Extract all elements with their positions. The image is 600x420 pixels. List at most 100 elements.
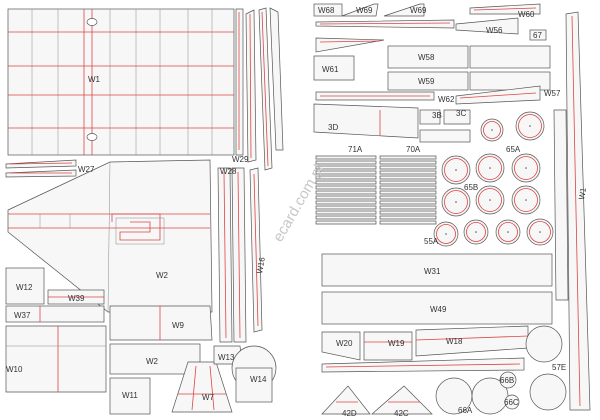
wheel-hub xyxy=(529,125,531,127)
rib-70a xyxy=(379,210,437,215)
part-66b-66c xyxy=(499,371,520,410)
part-w68 xyxy=(313,3,343,17)
label-w9: W9 xyxy=(172,321,185,330)
wheel-ring xyxy=(444,190,468,214)
rib-70a xyxy=(379,180,437,185)
wheel-hub xyxy=(489,167,491,169)
part-w37 xyxy=(5,305,105,323)
part-ribs-70a xyxy=(379,155,437,225)
label-w1-strip: W1 xyxy=(577,186,588,200)
part-w12 xyxy=(5,267,45,305)
label-w56: W56 xyxy=(486,26,503,35)
part-w11 xyxy=(109,377,151,415)
rib-71a xyxy=(315,175,377,180)
part-w69a xyxy=(341,3,379,17)
label-w13: W13 xyxy=(218,353,235,362)
rib-70a xyxy=(379,200,437,205)
part-w49 xyxy=(321,291,553,325)
part-w60 xyxy=(469,3,541,15)
rib-70a xyxy=(379,175,437,180)
wheel-ring xyxy=(514,156,538,180)
rib-70a xyxy=(379,165,437,170)
label-w19: W19 xyxy=(388,339,405,348)
part-w57 xyxy=(455,85,541,105)
label-w20: W20 xyxy=(336,339,353,348)
part-67 xyxy=(529,29,547,41)
rib-70a xyxy=(379,205,437,210)
part-42d xyxy=(321,385,371,415)
part-42c xyxy=(371,385,433,415)
label-w31: W31 xyxy=(424,267,441,276)
rib-71a xyxy=(315,170,377,175)
label-w58: W58 xyxy=(418,53,435,62)
rib-71a xyxy=(315,205,377,210)
part-w7 xyxy=(171,361,233,413)
part-w39 xyxy=(47,289,105,305)
label-w27: W27 xyxy=(78,165,95,174)
label-55a: 55A xyxy=(424,237,439,246)
rib-71a xyxy=(315,190,377,195)
part-w14 xyxy=(231,345,277,403)
label-w69-b: W69 xyxy=(410,6,427,15)
label-w39: W39 xyxy=(68,294,85,303)
wheel-hub xyxy=(525,167,527,169)
label-w10: W10 xyxy=(6,365,23,374)
rib-70a xyxy=(379,160,437,165)
label-42c: 42C xyxy=(394,409,409,418)
rib-71a xyxy=(315,200,377,205)
part-w1-wing xyxy=(7,8,235,156)
part-w58 xyxy=(387,45,551,69)
label-w69-a: W69 xyxy=(356,6,373,15)
rib-71a xyxy=(315,210,377,215)
wheel-ring xyxy=(478,188,502,212)
rib-70a xyxy=(379,215,437,220)
rib-70a xyxy=(379,195,437,200)
part-ribs-71a xyxy=(315,155,377,225)
rib-71a xyxy=(315,185,377,190)
label-66a: 66A xyxy=(458,406,473,415)
part-w10 xyxy=(5,325,107,393)
part-w69b xyxy=(383,3,425,17)
part-w59 xyxy=(387,71,551,91)
rib-71a xyxy=(315,165,377,170)
part-w27 xyxy=(5,159,77,178)
label-w28: W28 xyxy=(220,167,237,176)
wheel-hub xyxy=(491,129,493,131)
wheel-ring xyxy=(514,188,538,212)
wheel-hub xyxy=(455,169,457,171)
part-w2-big xyxy=(7,159,213,313)
wheel-ring xyxy=(498,222,518,242)
part-w56 xyxy=(455,17,519,35)
rib-71a xyxy=(315,155,377,160)
label-42d: 42D xyxy=(342,409,357,418)
rib-71a xyxy=(315,180,377,185)
wheel-hub xyxy=(507,231,509,233)
part-57e xyxy=(525,325,567,411)
label-w57: W57 xyxy=(544,89,561,98)
label-w29: W29 xyxy=(232,155,249,164)
label-w18: W18 xyxy=(446,337,463,346)
label-3b: 3B xyxy=(432,111,442,120)
part-3b-3c xyxy=(419,109,471,143)
wheel-hub xyxy=(539,231,541,233)
part-w31 xyxy=(321,253,553,287)
wheel-hub xyxy=(525,199,527,201)
label-w2-small: W2 xyxy=(146,357,159,366)
label-66b: 66B xyxy=(500,376,514,385)
part-w61 xyxy=(313,55,355,81)
rib-71a xyxy=(315,195,377,200)
part-w1-strip xyxy=(553,11,591,411)
wheel-ring xyxy=(478,156,502,180)
wheel-ring xyxy=(518,114,542,138)
label-w11: W11 xyxy=(122,391,138,400)
part-w62 xyxy=(315,91,435,101)
rib-70a xyxy=(379,170,437,175)
rib-71a xyxy=(315,215,377,220)
label-w1: W1 xyxy=(88,75,101,84)
part-w19 xyxy=(363,331,413,361)
wheel-hub xyxy=(489,199,491,201)
part-3d xyxy=(313,103,419,139)
label-70a: 70A xyxy=(406,145,421,154)
part-wheels xyxy=(433,111,554,247)
